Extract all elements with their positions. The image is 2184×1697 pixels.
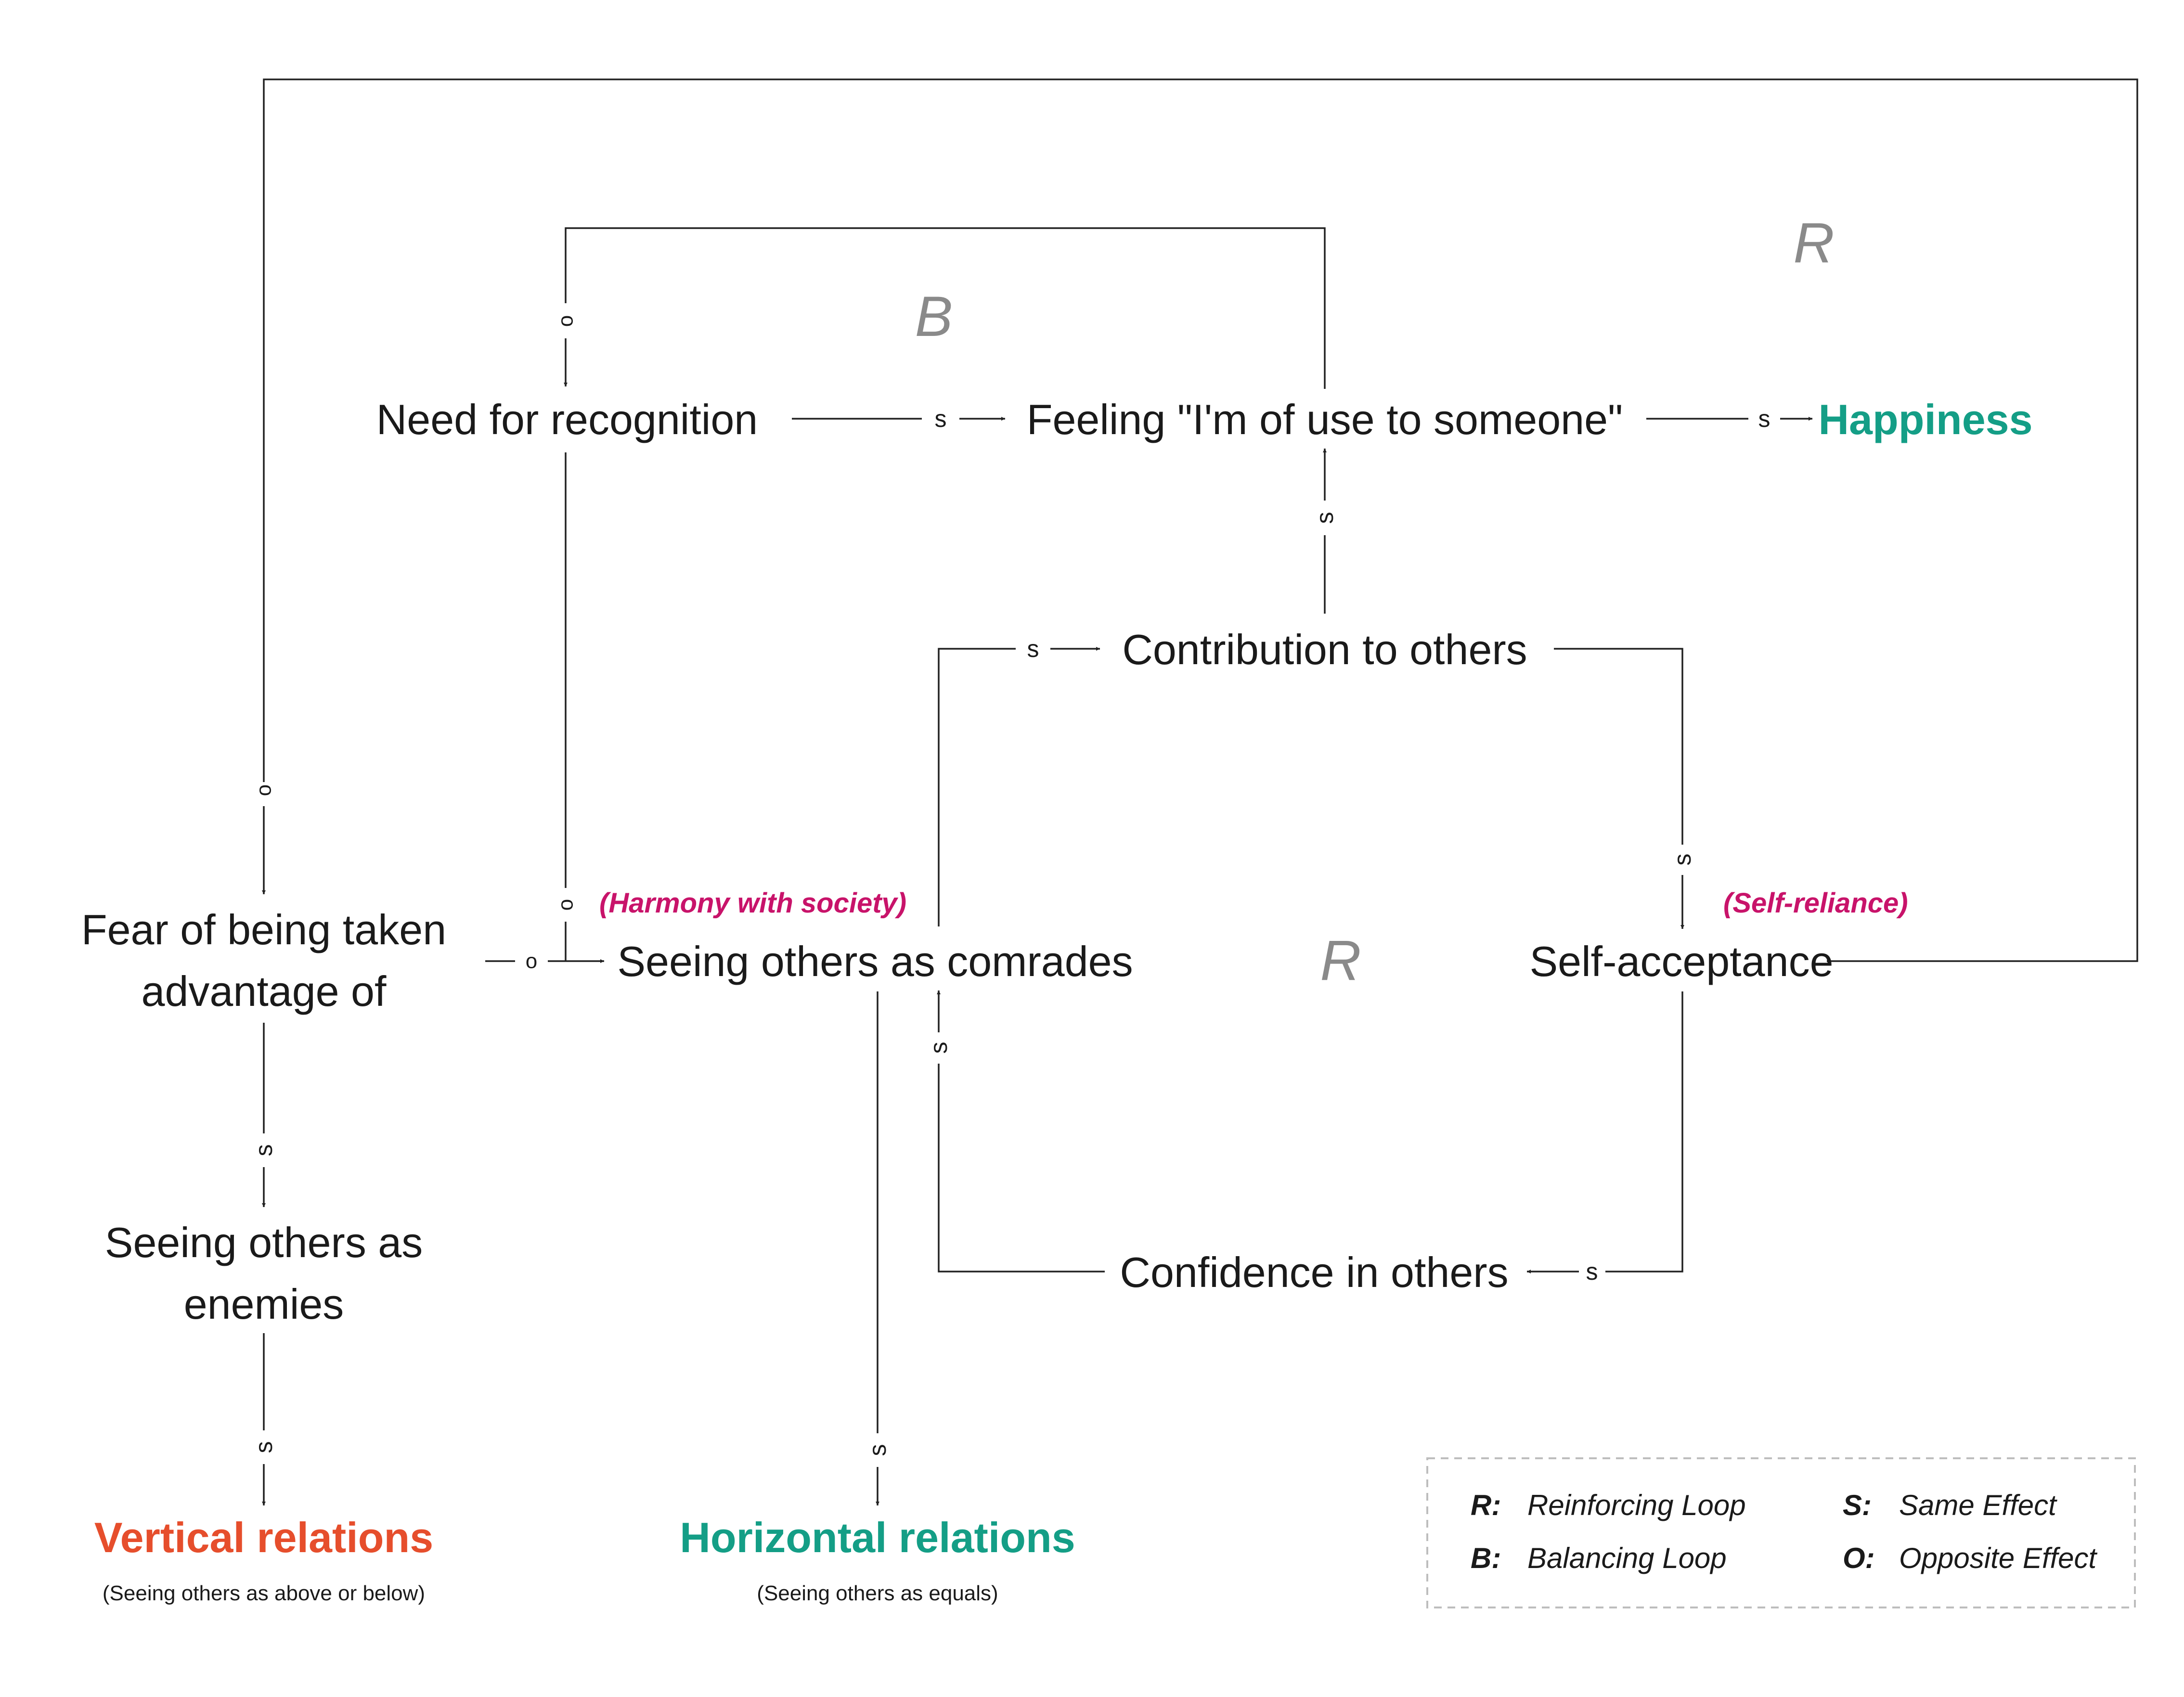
link-label: s bbox=[925, 1042, 952, 1054]
link-label: s bbox=[1027, 635, 1039, 662]
node-need-for-recognition: Need for recognition bbox=[376, 396, 758, 443]
node-vertical-relations: Vertical relations bbox=[94, 1514, 433, 1561]
node-confidence-in-others: Confidence in others bbox=[1120, 1248, 1508, 1296]
legend-box bbox=[1426, 1457, 2136, 1608]
link-contribution-to-self-acceptance bbox=[1554, 648, 1683, 845]
node-fear-line-2: advantage of bbox=[142, 967, 387, 1015]
link-label: s bbox=[250, 1144, 277, 1157]
node-feeling-of-use: Feeling "I'm of use to someone" bbox=[1027, 396, 1623, 443]
link-label: s bbox=[935, 405, 947, 432]
node-horizontal-relations: Horizontal relations bbox=[680, 1514, 1075, 1561]
link-label: s bbox=[1758, 405, 1770, 432]
node-self-acceptance: Self-acceptance bbox=[1529, 938, 1833, 985]
legend-key-r: R: bbox=[1471, 1489, 1501, 1521]
node-contribution-to-others: Contribution to others bbox=[1122, 626, 1527, 673]
link-comrades-to-contribution bbox=[938, 648, 1016, 926]
legend-value-o: Opposite Effect bbox=[1899, 1542, 2098, 1574]
link-feeling-to-need bbox=[565, 227, 1326, 389]
node-enemies-line-2: enemies bbox=[184, 1280, 344, 1328]
legend-key-b: B: bbox=[1471, 1542, 1501, 1574]
link-label: o bbox=[526, 950, 537, 973]
legend: R: Reinforcing Loop B: Balancing Loop S:… bbox=[1426, 1457, 2136, 1608]
link-label: o bbox=[554, 315, 578, 327]
node-seeing-others-as-comrades: Seeing others as comrades bbox=[617, 938, 1133, 985]
legend-key-s: S: bbox=[1843, 1489, 1872, 1521]
node-happiness: Happiness bbox=[1818, 396, 2032, 443]
node-vertical-relations-subtitle: (Seeing others as above or below) bbox=[103, 1581, 425, 1605]
link-label: s bbox=[250, 1441, 277, 1453]
node-horizontal-relations-subtitle: (Seeing others as equals) bbox=[757, 1581, 998, 1605]
link-label: s bbox=[1669, 854, 1696, 866]
legend-value-s: Same Effect bbox=[1899, 1489, 2057, 1521]
link-label: s bbox=[1311, 512, 1338, 524]
legend-value-r: Reinforcing Loop bbox=[1527, 1489, 1746, 1521]
loop-marker-reinforcing-middle: R bbox=[1320, 929, 1361, 992]
tag-harmony-with-society: (Harmony with society) bbox=[599, 887, 906, 919]
link-label: o bbox=[554, 899, 578, 911]
link-label: s bbox=[864, 1444, 891, 1456]
link-label: s bbox=[1586, 1258, 1598, 1285]
link-confidence-to-comrades bbox=[938, 1064, 1105, 1273]
loop-marker-reinforcing-outer: R bbox=[1793, 211, 1834, 275]
legend-value-b: Balancing Loop bbox=[1527, 1542, 1727, 1574]
tag-self-reliance: (Self-reliance) bbox=[1723, 887, 1908, 919]
link-self-acceptance-to-fear bbox=[263, 78, 2138, 962]
link-label: o bbox=[252, 784, 276, 796]
node-fear-line-1: Fear of being taken bbox=[81, 906, 446, 953]
loop-marker-balancing: B bbox=[915, 285, 953, 348]
link-self-acceptance-to-confidence bbox=[1605, 991, 1683, 1273]
node-enemies-line-1: Seeing others as bbox=[105, 1219, 423, 1266]
legend-key-o: O: bbox=[1843, 1542, 1875, 1574]
